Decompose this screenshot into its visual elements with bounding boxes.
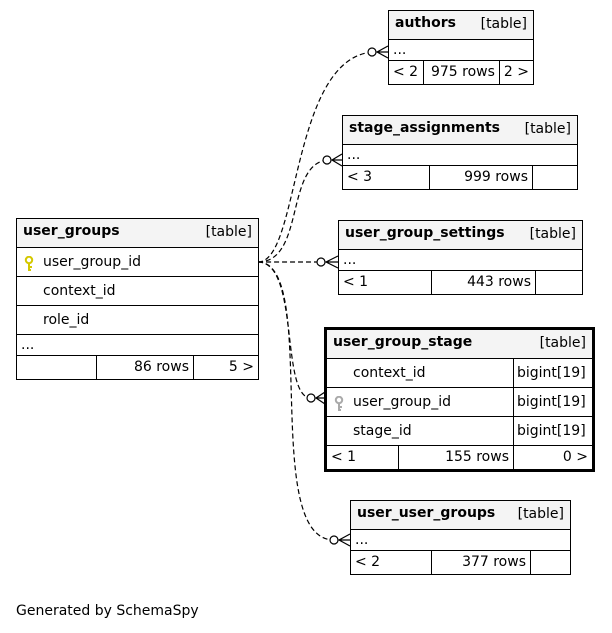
optional-marker [322, 155, 332, 165]
children-count[interactable]: 0 > [562, 449, 588, 465]
link-user-group-stage [257, 261, 312, 399]
table-user-group-settings[interactable]: user_group_settings [table] ... < 1 443 … [338, 220, 583, 295]
table-name: user_groups [23, 223, 120, 239]
table-header: authors [table] [389, 11, 533, 40]
table-footer: < 1 155 rows 0 > [327, 446, 592, 469]
table-footer: < 2 975 rows 2 > [389, 61, 533, 84]
more-columns: ... [339, 250, 582, 271]
parents-count[interactable]: < 2 [351, 551, 432, 574]
children-count[interactable]: 2 > [503, 64, 529, 80]
children-count[interactable]: 5 > [228, 359, 254, 375]
column-name: user_group_id [353, 394, 451, 410]
column-row[interactable]: stage_id bigint[19] [327, 417, 592, 446]
children-count[interactable] [533, 166, 577, 189]
column-row[interactable]: context_id [17, 277, 258, 306]
table-footer: < 2 377 rows [351, 551, 570, 574]
column-name: role_id [43, 312, 90, 328]
parents-count[interactable] [17, 356, 97, 379]
column-row[interactable]: role_id [17, 306, 258, 335]
table-kind: [table] [539, 335, 586, 351]
column-row[interactable]: user_group_id [17, 248, 258, 277]
table-footer: < 3 999 rows [343, 166, 577, 189]
children-count[interactable] [536, 271, 582, 294]
row-count: 155 rows [399, 446, 514, 469]
column-type: bigint[19] [517, 365, 586, 381]
crowfoot-marker [330, 153, 343, 167]
table-user-user-groups[interactable]: user_user_groups [table] ... < 2 377 row… [350, 500, 571, 575]
key-icon [334, 394, 344, 422]
column-row[interactable]: context_id bigint[19] [327, 359, 592, 388]
generator-caption: Generated by SchemaSpy [16, 603, 199, 619]
table-kind: [table] [524, 121, 571, 137]
column-row[interactable]: user_group_id bigint[19] [327, 388, 592, 417]
parents-count[interactable]: < 1 [327, 446, 399, 469]
link-user-user-groups [257, 261, 335, 541]
table-footer: 86 rows 5 > [17, 356, 258, 379]
column-name: stage_id [327, 417, 514, 445]
crowfoot-marker [324, 255, 339, 269]
parents-count[interactable]: < 2 [389, 61, 424, 84]
parents-count[interactable]: < 1 [339, 271, 432, 294]
optional-marker [367, 47, 377, 57]
row-count: 999 rows [430, 166, 533, 189]
table-header: user_group_stage [table] [327, 330, 592, 359]
column-name: context_id [327, 359, 514, 387]
table-header: stage_assignments [table] [343, 116, 577, 145]
more-columns: ... [343, 145, 577, 166]
table-user-group-stage[interactable]: user_group_stage [table] context_id bigi… [324, 327, 595, 472]
table-name: stage_assignments [349, 120, 500, 136]
table-authors[interactable]: authors [table] ... < 2 975 rows 2 > [388, 10, 534, 85]
column-type: bigint[19] [517, 394, 586, 410]
column-name: context_id [43, 283, 116, 299]
more-columns: ... [17, 335, 258, 356]
link-authors [257, 51, 373, 263]
optional-marker [306, 393, 316, 403]
row-count: 86 rows [97, 356, 194, 379]
parents-count[interactable]: < 3 [343, 166, 430, 189]
optional-marker [329, 535, 339, 545]
table-footer: < 1 443 rows [339, 271, 582, 294]
more-columns: ... [351, 530, 570, 551]
more-columns: ... [389, 40, 533, 61]
table-header: user_group_settings [table] [339, 221, 582, 250]
table-name: user_group_stage [333, 334, 473, 350]
table-kind: [table] [517, 506, 564, 522]
table-name: user_group_settings [345, 225, 505, 241]
row-count: 377 rows [432, 551, 531, 574]
crowfoot-marker [375, 45, 389, 59]
table-name: authors [395, 15, 456, 31]
row-count: 443 rows [432, 271, 536, 294]
optional-marker [316, 257, 326, 267]
table-kind: [table] [529, 226, 576, 242]
row-count: 975 rows [424, 61, 500, 84]
column-name: user_group_id [43, 254, 141, 270]
table-user-groups[interactable]: user_groups [table] user_group_id contex… [16, 218, 259, 380]
table-stage-assignments[interactable]: stage_assignments [table] ... < 3 999 ro… [342, 115, 578, 190]
crowfoot-marker [337, 533, 351, 547]
table-kind: [table] [480, 16, 527, 32]
table-kind: [table] [205, 224, 252, 240]
table-header: user_user_groups [table] [351, 501, 570, 530]
key-icon [24, 254, 34, 282]
table-header: user_groups [table] [17, 219, 258, 248]
crowfoot-marker [314, 391, 326, 405]
children-count[interactable] [531, 551, 570, 574]
column-type: bigint[19] [517, 423, 586, 439]
table-name: user_user_groups [357, 505, 496, 521]
link-stage-assignments [257, 159, 328, 263]
